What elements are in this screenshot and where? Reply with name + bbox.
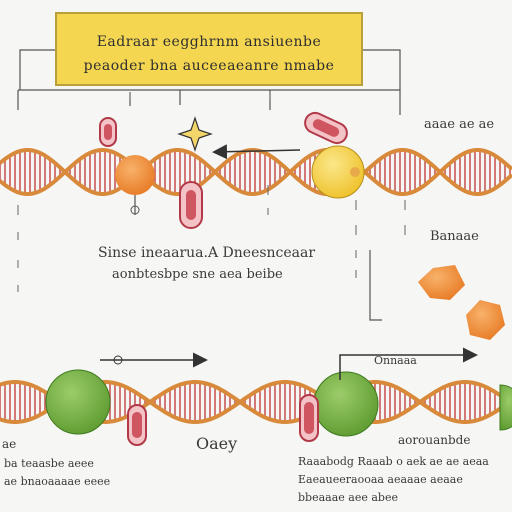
capsule-top-right [304,111,348,145]
capsule-bottom-left [127,404,147,446]
center-caption-line-1: Sinse ineaarua.A Dneesnceaar [98,245,316,261]
label-mid-right: Banaae [430,229,479,244]
title-line-2: peaoder bna auceeaeanre nmabe [83,58,335,74]
bottom-left-line-3: ae bnaoaaaae eeee [4,475,111,488]
yellow-enzyme [311,145,365,199]
orange-hexagon-molecule [418,265,465,300]
green-sphere-center [313,371,379,437]
dna-helix-upper [0,148,512,196]
label-bottom-mid: Oaey [196,434,238,453]
label-arrow: Onnaaa [374,354,417,367]
center-caption-line-2: aonbtesbpe sne aea beibe [112,267,283,282]
bottom-left-line-2: ba teaasbe aeee [4,457,94,470]
tick-marks [17,92,406,292]
arrow-right-lower-right [339,347,478,380]
green-sphere-right [499,384,512,431]
orange-pentagon-molecule [466,300,505,340]
sparkle-icon [177,116,213,152]
bottom-right-line-3: bbeaaae aee abee [298,491,398,504]
helix-strand [0,148,512,196]
green-sphere-left [45,369,111,435]
title-box: Eadraar eegghrnm ansiuenbe peaoder bna a… [55,12,363,86]
capsule-bottom-center [299,394,319,442]
bottom-right-line-1: Raaabodg Raaab o aek ae ae aeaa [298,455,489,468]
title-line-1: Eadraar eegghrnm ansiuenbe [96,34,322,50]
label-bottom-right-header: aorouanbde [398,433,471,447]
bottom-right-line-2: Eaeaueeraooaa aeaaae aeaae [298,473,463,486]
orange-molecule [115,155,155,195]
helix-strand [0,148,512,196]
bottom-left-line-1: ae [2,437,17,451]
label-top-right: aaae ae ae [424,117,495,132]
capsule-top-left [99,117,117,147]
arrow-left [212,144,301,160]
capsule-center [179,181,203,229]
